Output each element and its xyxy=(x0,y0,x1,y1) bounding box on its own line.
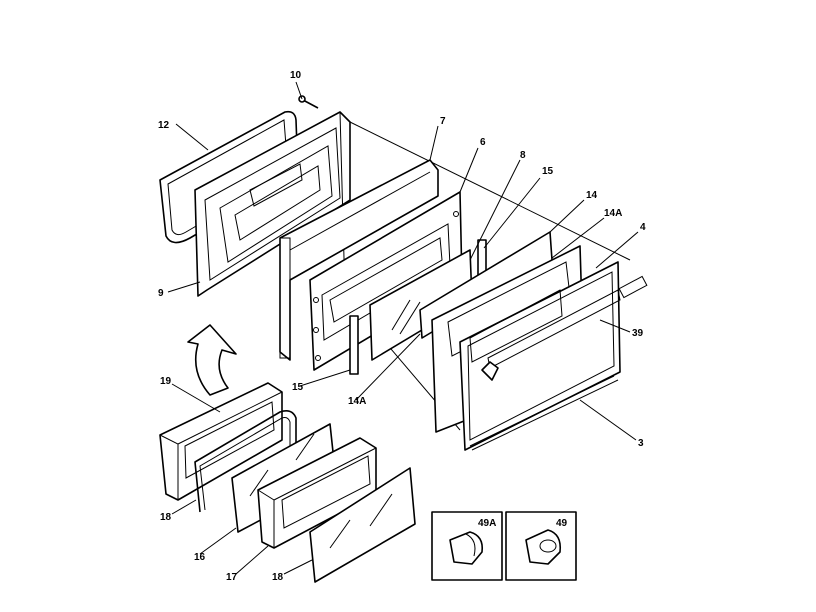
callout-16: 16 xyxy=(194,552,206,563)
callout-10: 10 xyxy=(290,70,302,81)
callout-15-lower: 15 xyxy=(292,382,304,393)
callout-6: 6 xyxy=(480,137,486,148)
callout-3: 3 xyxy=(638,438,644,449)
callout-17: 17 xyxy=(226,572,238,583)
callout-7: 7 xyxy=(440,116,446,127)
callout-8: 8 xyxy=(520,150,526,161)
part-18-glass-lower xyxy=(309,467,416,583)
callout-18-lower: 18 xyxy=(272,572,284,583)
part-4-outer-panel xyxy=(459,261,648,451)
callout-49: 49 xyxy=(556,518,568,529)
callout-49A: 49A xyxy=(478,518,496,529)
part-15-hinge-lower xyxy=(349,315,359,375)
callout-18-upper: 18 xyxy=(160,512,172,523)
callout-14A-lower: 14A xyxy=(348,396,366,407)
callout-4: 4 xyxy=(640,222,646,233)
inset-49A xyxy=(431,511,503,581)
part-17-frame-box xyxy=(257,437,377,549)
callout-19: 19 xyxy=(160,376,172,387)
callout-15-upper: 15 xyxy=(542,166,554,177)
part-7-insulation xyxy=(279,159,439,361)
callout-12: 12 xyxy=(158,120,170,131)
part-18-gasket-upper xyxy=(194,410,297,513)
part-6-liner xyxy=(309,191,463,371)
part-9-inner-door xyxy=(194,111,351,297)
part-19-frame-box xyxy=(159,382,283,501)
callout-39: 39 xyxy=(632,328,644,339)
assembly-arrow xyxy=(187,324,237,396)
inset-49 xyxy=(505,511,577,581)
callout-14A-upper: 14A xyxy=(604,208,622,219)
leader-lines xyxy=(167,81,639,575)
callout-9: 9 xyxy=(158,288,164,299)
callout-14: 14 xyxy=(586,190,598,201)
